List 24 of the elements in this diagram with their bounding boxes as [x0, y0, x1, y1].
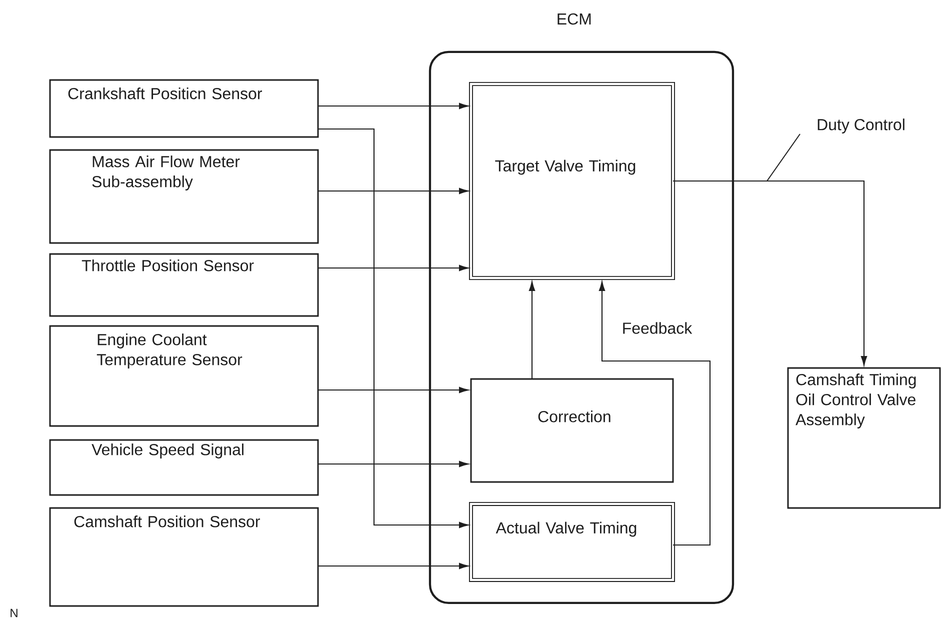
- function-box: Correction: [470, 378, 674, 483]
- edge-label: Feedback: [620, 320, 694, 336]
- arrow: [318, 386, 469, 394]
- arrow: [318, 264, 469, 272]
- arrow: [318, 102, 469, 110]
- sensor-box: Throttle Position Sensor: [49, 253, 319, 317]
- sensor-box: Vehicle Speed Signal: [49, 439, 319, 496]
- arrow: [318, 460, 469, 468]
- arrow: [318, 188, 469, 194]
- sensor-box: Engine Coolant Temperature Sensor: [49, 325, 319, 427]
- node-label: ECM: [558, 13, 591, 25]
- sensor-box: Crankshaft Positicn Sensor: [49, 79, 319, 138]
- arrow: [318, 128, 469, 528]
- arrow: [318, 562, 469, 570]
- function-box: Actual Valve Timing: [469, 502, 675, 582]
- sensor-box: Camshaft Position Sensor: [49, 507, 319, 607]
- arrow: [673, 180, 868, 366]
- edge-label: Duty Control: [815, 117, 907, 135]
- corner-label: N: [10, 608, 18, 618]
- valve-box: Camshaft Timing Oil Control Valve Assembly: [787, 367, 941, 509]
- function-box: Target Valve Timing: [469, 82, 675, 280]
- arrow: [528, 281, 536, 379]
- sensor-box: Mass Air Flow Meter Sub-assembly: [49, 149, 319, 244]
- arrow: [598, 281, 711, 546]
